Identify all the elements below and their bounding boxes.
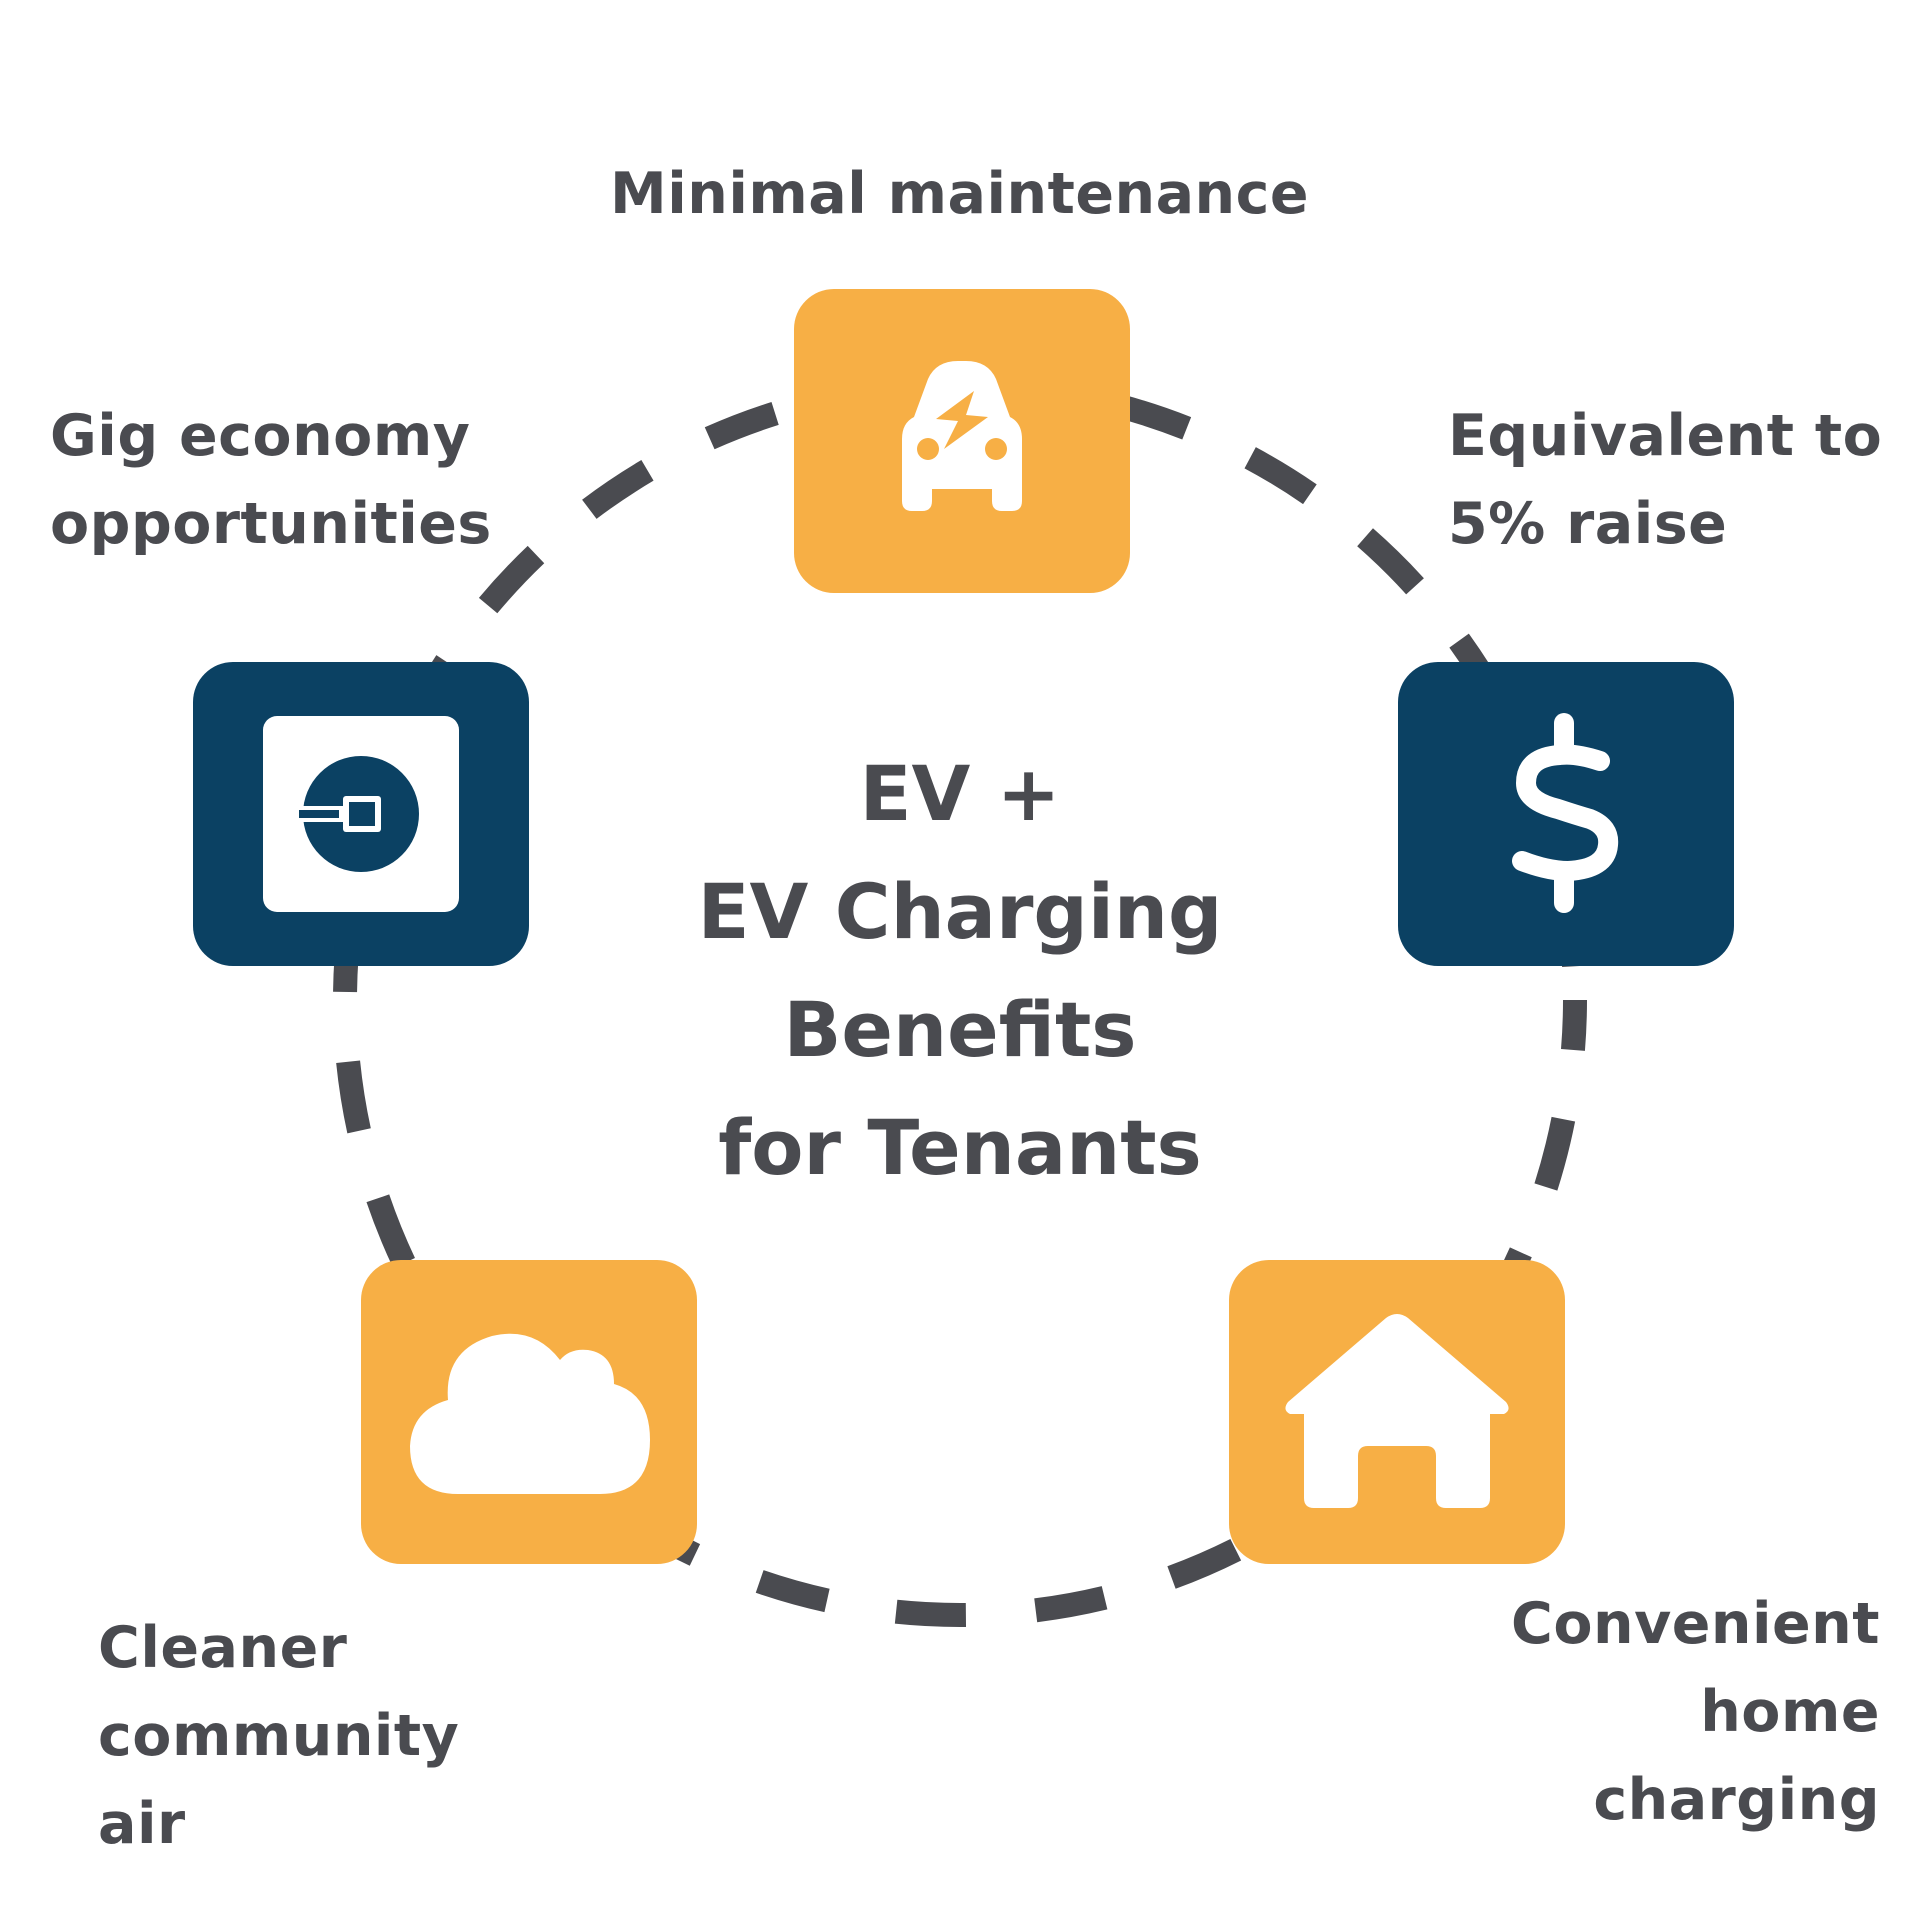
tile-cleaner-air: [361, 1260, 697, 1564]
tile-equivalent-raise: [1398, 662, 1734, 966]
dollar-icon: [1512, 713, 1619, 913]
label-minimal-maintenance: Minimal maintenance: [610, 161, 1310, 227]
tile-home-charging: [1229, 1260, 1565, 1564]
cloud-icon: [410, 1333, 650, 1494]
tile-minimal-maintenance: [794, 289, 1130, 593]
electric-car-icon: [902, 361, 1022, 511]
tile-gig-economy: [193, 662, 529, 966]
label-cleaner-air: Cleaner community air: [98, 1615, 460, 1857]
home-icon: [1285, 1314, 1509, 1508]
uber-logo-icon: [263, 716, 459, 912]
label-equivalent-raise: Equivalent to 5% raise: [1448, 403, 1883, 557]
center-title: EV + EV Charging Benefits for Tenants: [697, 749, 1223, 1192]
label-gig-economy: Gig economy opportunities: [50, 403, 492, 557]
label-home-charging: Convenient home charging: [1511, 1591, 1880, 1833]
